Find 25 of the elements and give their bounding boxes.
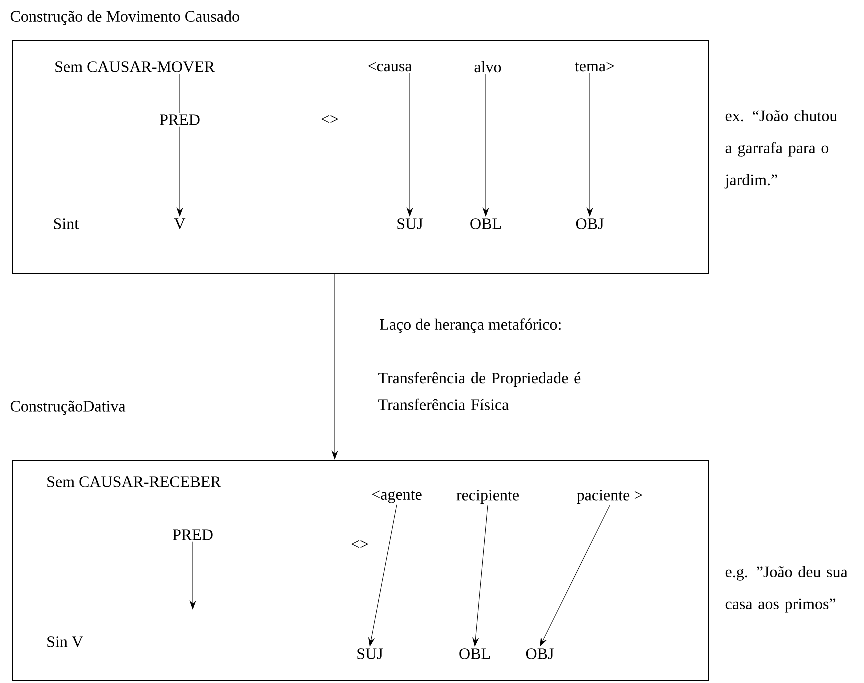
term-text: PRED bbox=[160, 114, 200, 126]
term-text: OBL bbox=[460, 648, 490, 660]
term-text: V bbox=[174, 218, 186, 230]
term-text: OBJ bbox=[576, 218, 604, 230]
term-text: OBJ bbox=[526, 648, 554, 660]
term-text: Sin V bbox=[48, 636, 84, 648]
label-text: Sint bbox=[54, 218, 79, 230]
label-text: Transferência de Propriedade é Transferência Física bbox=[378, 372, 581, 410]
example-text: e.g. ”João deu sua casa aos primos” bbox=[726, 566, 848, 613]
term-text: <agente bbox=[372, 490, 422, 504]
term-text: <causa bbox=[368, 62, 412, 72]
term-text: paciente > bbox=[577, 490, 642, 504]
edge-label: Laço de herança metafórico: bbox=[380, 318, 561, 334]
term-text: tema> bbox=[575, 62, 614, 72]
term-text: SUJ bbox=[358, 648, 383, 660]
label-text: <> bbox=[352, 540, 368, 548]
term-text: Sem CAUSAR-RECEBER bbox=[48, 476, 222, 488]
term-text: alvo bbox=[474, 61, 502, 73]
example-text: ex. “João chutou a garrafa para o jardim.” bbox=[724, 110, 838, 189]
term-text: OBL bbox=[470, 218, 502, 230]
term-text: Sem CAUSAR-MOVER bbox=[56, 62, 216, 72]
term-text: SUJ bbox=[398, 218, 423, 230]
label-text: <> bbox=[322, 115, 338, 124]
term-text: recipiente bbox=[456, 490, 519, 504]
term-text: PRED bbox=[173, 530, 213, 540]
